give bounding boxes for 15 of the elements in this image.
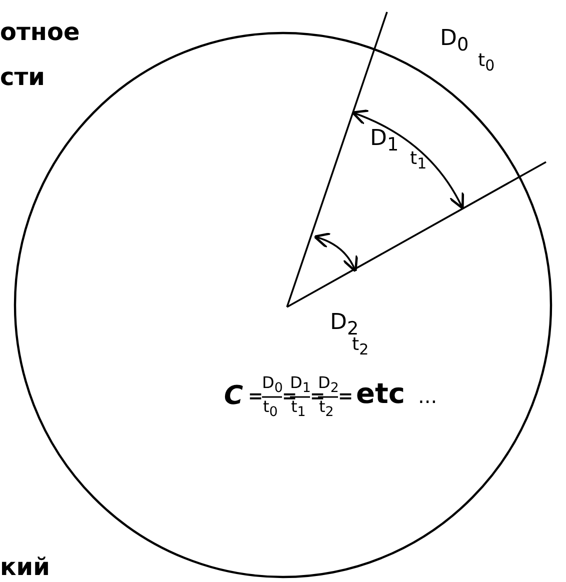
ellipsis: ... bbox=[418, 386, 438, 406]
equals-sign: = bbox=[248, 388, 264, 406]
constant-symbol: C bbox=[224, 383, 244, 409]
equals-sign: = bbox=[338, 388, 354, 406]
time-label: t$_{2}$ bbox=[352, 336, 369, 358]
time-label: t$_{0}$ bbox=[478, 52, 495, 74]
denominator: t$_{0}$ bbox=[263, 399, 278, 420]
numerator: D$_{0}$ bbox=[262, 375, 283, 396]
arc-label: D$_{0}$ bbox=[440, 28, 469, 55]
text-fragment: сти bbox=[0, 65, 45, 89]
formula-text: etc bbox=[356, 380, 405, 408]
text-fragment: кий bbox=[0, 555, 50, 579]
text-fragment: отное bbox=[0, 20, 80, 44]
time-label: t$_{1}$ bbox=[410, 150, 427, 172]
arc-label: D$_{1}$ bbox=[370, 128, 399, 155]
